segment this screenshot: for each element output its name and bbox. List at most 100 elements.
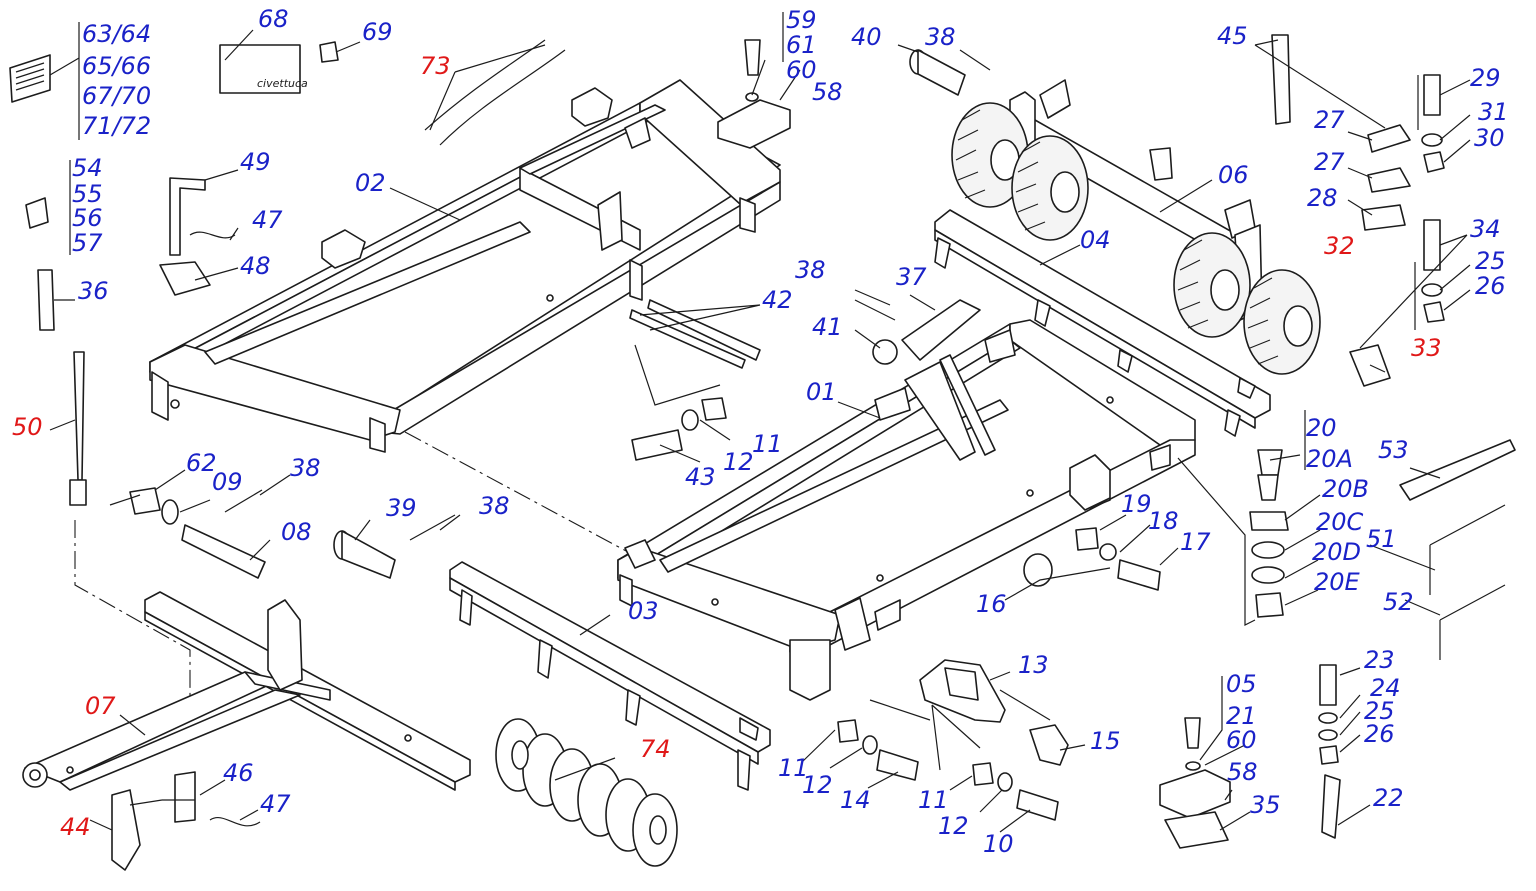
small-parts: civettuca: [9, 34, 1516, 871]
part-label-55: 55: [72, 180, 103, 208]
bolt-05: [1184, 717, 1201, 749]
washer-60: [745, 92, 759, 102]
axle-06-wheel-assembly: [951, 79, 1321, 375]
sleeve-15: [1029, 724, 1069, 766]
part-label-74: 74: [640, 735, 671, 763]
clamp-27a: [1367, 124, 1411, 153]
bushing-54-57: [25, 197, 49, 229]
frame-01: [617, 319, 1196, 701]
part-label-01: 01: [806, 378, 837, 406]
nut-20E: [1255, 592, 1284, 618]
pin-38b: [854, 299, 896, 321]
part-label-20C: 20C: [1316, 508, 1364, 536]
part-label-12a: 12: [723, 448, 754, 476]
part-label-43: 43: [685, 463, 716, 491]
part-label-30: 30: [1474, 124, 1505, 152]
washer-25b: [1318, 729, 1338, 741]
pin-08: [181, 524, 266, 579]
part-label-58b: 58: [1227, 758, 1258, 786]
part-label-03: 03: [628, 597, 659, 625]
part-label-35: 35: [1250, 791, 1281, 819]
part-label-25b: 25: [1364, 697, 1395, 725]
part-label-60b: 60: [1226, 726, 1257, 754]
part-label-48: 48: [240, 252, 271, 280]
part-label-51: 51: [1366, 525, 1397, 553]
part-label-20E: 20E: [1314, 568, 1361, 596]
part-label-69: 69: [362, 18, 393, 46]
nut-11c: [972, 762, 994, 786]
part-label-34: 34: [1470, 215, 1501, 243]
jack-44: [111, 789, 141, 871]
pin-46: [174, 771, 196, 823]
decal-63-72: [9, 54, 51, 103]
part-label-73: 73: [420, 52, 451, 80]
part-label-24: 24: [1370, 674, 1401, 702]
part-label-38b: 38: [795, 256, 826, 284]
star-discs-74: [495, 718, 678, 867]
part-label-62: 62: [186, 449, 217, 477]
part-label-25a: 25: [1475, 247, 1506, 275]
bolt-23: [1319, 664, 1337, 706]
part-label-56: 56: [72, 204, 103, 232]
part-label-20B: 20B: [1322, 475, 1369, 503]
pin-38c: [224, 489, 263, 513]
cap-69: [319, 41, 339, 63]
washer-60b: [1185, 761, 1201, 771]
tine-22: [1321, 774, 1341, 839]
rod-52: [1439, 584, 1506, 660]
frame-02: [149, 79, 781, 453]
rod-50: [73, 351, 85, 481]
bolt-34: [1423, 219, 1441, 271]
bolt-43: [631, 429, 683, 461]
link-bracket-13: [919, 659, 1069, 766]
bolt-14: [876, 749, 919, 781]
part-label-26a: 26: [1475, 272, 1506, 300]
rod-51: [1429, 504, 1506, 595]
part-label-06: 06: [1218, 161, 1249, 189]
part-label-11a: 11: [752, 430, 783, 458]
part-label-47b: 47: [260, 790, 291, 818]
handle-49: [169, 177, 206, 256]
washer-41: [872, 339, 898, 365]
part-label-38d: 38: [479, 492, 510, 520]
strap-36: [37, 269, 55, 331]
part-label-26b: 26: [1364, 720, 1395, 748]
part-label-58a: 58: [812, 78, 843, 106]
wheel-tire-2: [1011, 135, 1089, 241]
nut-62: [129, 487, 161, 515]
strip-42a: [629, 309, 746, 369]
part-label-20A: 20A: [1306, 445, 1353, 473]
washer-12b: [862, 735, 878, 755]
part-label-20D: 20D: [1312, 538, 1361, 566]
washer-20C: [1251, 541, 1285, 559]
part-label-20: 20: [1306, 414, 1337, 442]
part-label-6770: 67/70: [82, 82, 151, 110]
bolt-59: [744, 39, 761, 76]
nut-11b: [837, 719, 859, 743]
pin-47b: [209, 817, 261, 827]
part-label-21: 21: [1226, 702, 1257, 730]
part-label-07: 07: [85, 692, 116, 720]
part-label-32: 32: [1324, 232, 1355, 260]
washer-12a: [681, 409, 699, 431]
part-label-11b: 11: [778, 754, 809, 782]
part-label-49: 49: [240, 148, 271, 176]
part-label-12c: 12: [938, 812, 969, 840]
plate-35: [1164, 811, 1229, 849]
roller-16: [1023, 553, 1053, 587]
bracket-48: [159, 261, 211, 296]
part-label-13: 13: [1018, 651, 1049, 679]
part-label-15: 15: [1090, 727, 1121, 755]
part-label-09: 09: [212, 468, 243, 496]
wheel-tire-4: [1243, 269, 1321, 375]
nut-11a: [701, 397, 727, 421]
plate-68-brand: civettuca: [257, 77, 308, 90]
strip-42b: [647, 299, 761, 361]
plate-68: [219, 44, 301, 94]
part-label-38c: 38: [290, 454, 321, 482]
clamp-58: [717, 99, 791, 149]
part-label-27b: 27: [1314, 148, 1345, 176]
part-label-23: 23: [1364, 646, 1395, 674]
